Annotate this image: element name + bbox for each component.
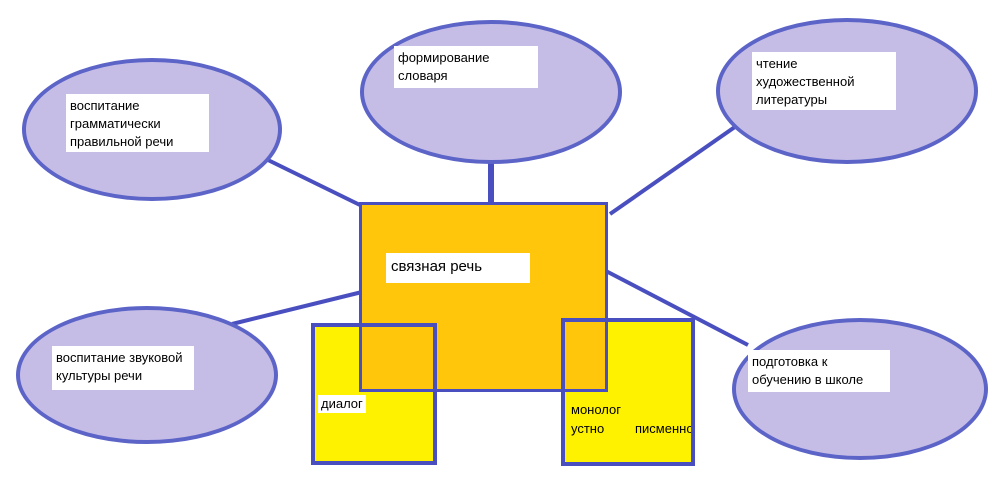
dialog-label: диалог [318, 395, 366, 413]
node-vocabulary-line-2: словаря [398, 68, 448, 83]
node-grammar-line-2: грамматически [70, 116, 161, 131]
connector-literature [608, 120, 744, 216]
node-sound-line-1: воспитание звуковой [56, 350, 183, 365]
connector-school [603, 268, 749, 347]
center-label: связная речь [386, 253, 530, 283]
node-vocabulary-line-1: формирование [398, 50, 490, 65]
monolog-label: монолог [571, 402, 621, 417]
connector-sound [231, 290, 363, 326]
node-literature-line-3: литературы [756, 92, 828, 107]
node-school-label: подготовка к обучению в школе [748, 350, 890, 392]
node-school-line-2: обучению в школе [752, 372, 864, 387]
center-box [359, 202, 608, 392]
connector-grammar [267, 158, 363, 208]
monolog-box-outline [561, 318, 695, 466]
node-literature-line-2: художественной [756, 74, 855, 89]
node-literature-label: чтение художественной литературы [752, 52, 896, 110]
monolog-written-label: писменно [635, 421, 694, 436]
node-sound-label: воспитание звуковой культуры речи [52, 346, 194, 390]
monolog-oral-label: устно [571, 421, 605, 436]
node-vocabulary-ellipse [360, 20, 622, 164]
node-grammar-line-1: воспитание [70, 98, 140, 113]
dialog-box-outline [311, 323, 437, 465]
node-grammar-label: воспитание грамматически правильной речи [66, 94, 209, 152]
node-school-line-1: подготовка к [752, 354, 828, 369]
node-grammar-line-3: правильной речи [70, 134, 174, 149]
node-vocabulary-label: формирование словаря [394, 46, 538, 88]
node-sound-line-2: культуры речи [56, 368, 143, 383]
node-literature-line-1: чтение [756, 56, 798, 71]
